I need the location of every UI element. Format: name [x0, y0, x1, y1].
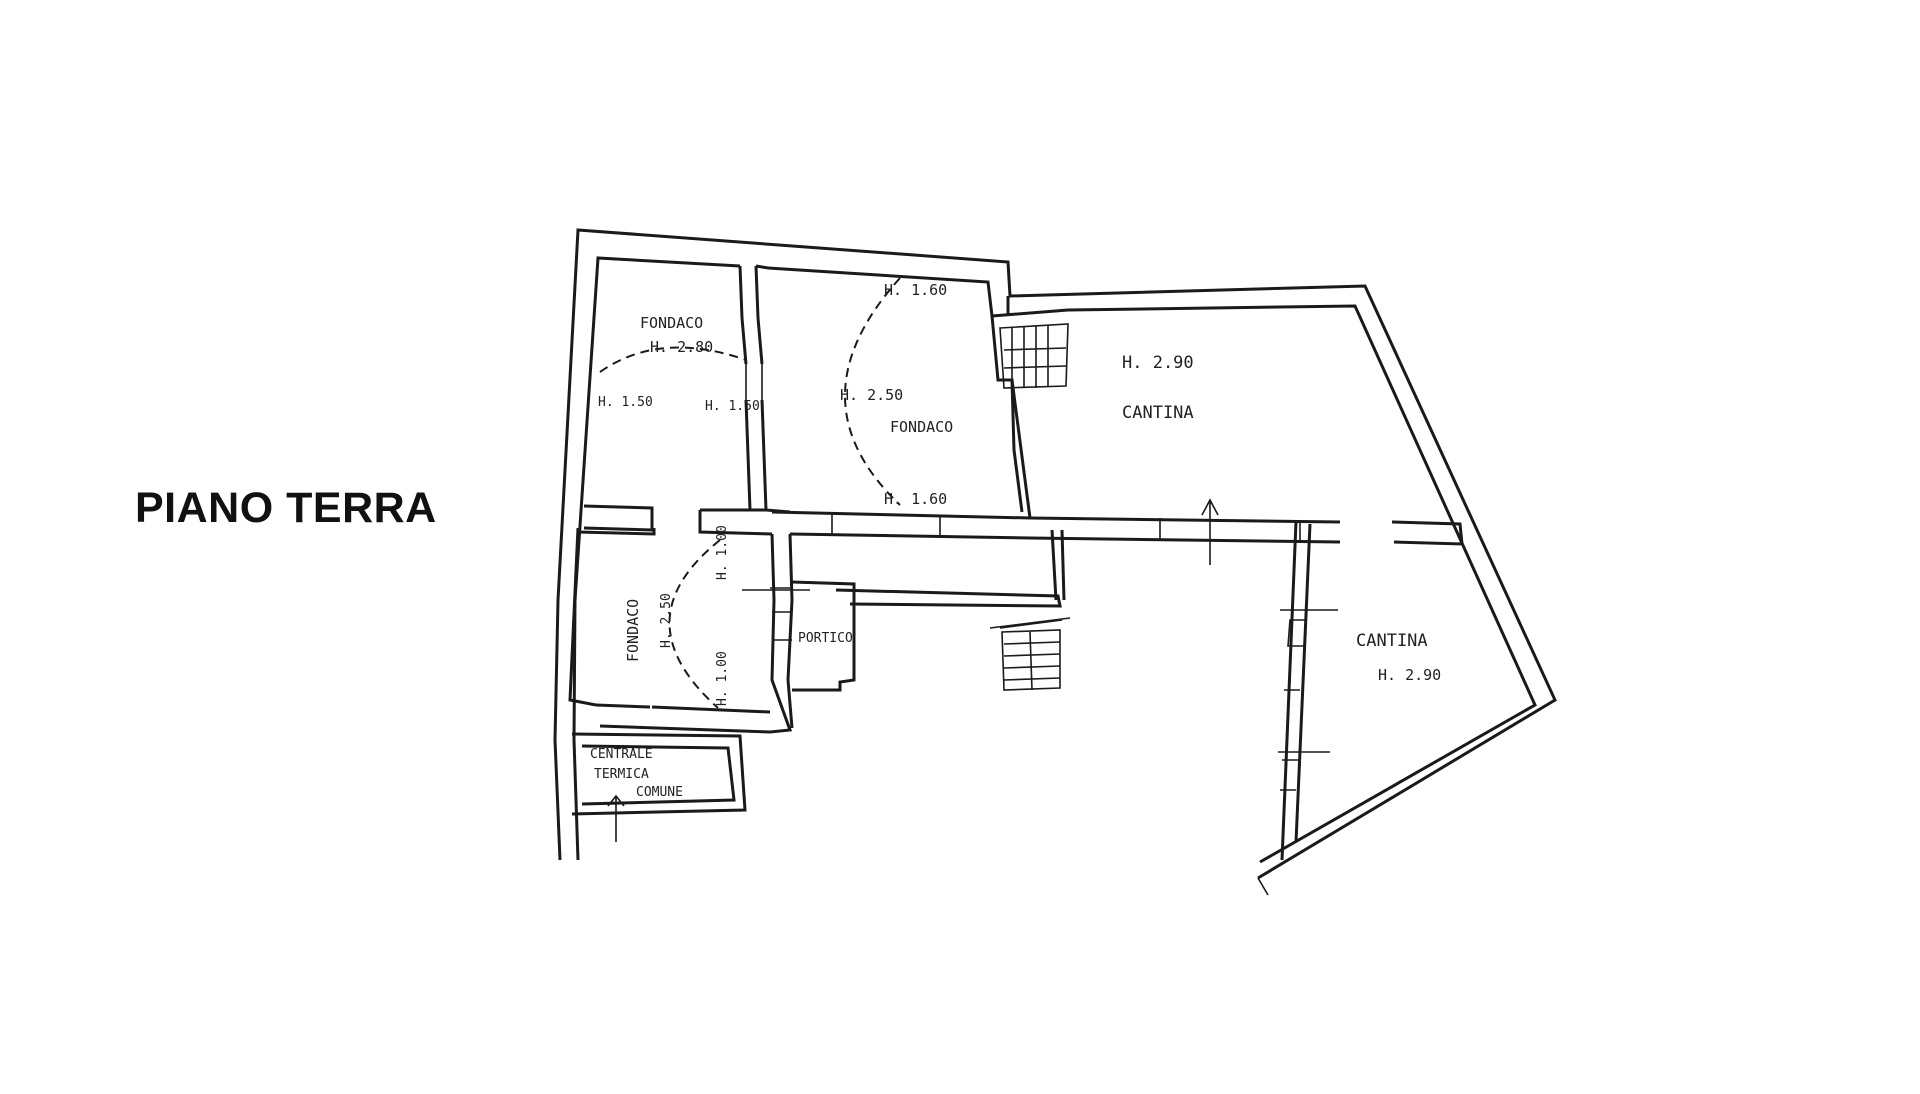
- room-top-height-fondaco-sw: H. 1.00: [715, 525, 730, 580]
- interior-walls: [568, 264, 1464, 861]
- centrale-line-3: COMUNE: [636, 785, 683, 800]
- room-height-fondaco-sw: H. 2.50: [659, 593, 674, 648]
- room-height-cantina-se: H. 2.90: [1378, 666, 1441, 684]
- arrow-up-icon: [1201, 498, 1219, 565]
- room-name-fondaco-sw: FONDACO: [624, 599, 642, 662]
- room-right-height-fondaco-nw: H. 1.50: [705, 399, 760, 414]
- room-name-portico: PORTICO: [798, 631, 853, 646]
- room-bottom-height-fondaco-sw: H. 1.00: [715, 651, 730, 706]
- room-name-fondaco-center: FONDACO: [890, 418, 953, 436]
- room-height-fondaco-nw: H. 2.80: [650, 338, 713, 356]
- centrale-line-1: CENTRALE: [590, 747, 653, 762]
- dimension-tick: [742, 589, 1338, 753]
- centrale-line-2: TERMICA: [594, 767, 649, 782]
- floor-plan-title: PIANO TERRA: [135, 484, 437, 532]
- room-name-fondaco-nw: FONDACO: [640, 314, 703, 332]
- staircase-north: [999, 323, 1069, 389]
- room-top-height-fondaco-center: H. 1.60: [884, 281, 947, 299]
- room-height-fondaco-center: H. 2.50: [840, 386, 903, 404]
- room-bottom-height-fondaco-center: H. 1.60: [884, 490, 947, 508]
- door-arc-fondaco-nw: [599, 346, 747, 373]
- room-name-cantina-ne: CANTINA: [1122, 403, 1194, 423]
- staircase-portico: [989, 617, 1071, 691]
- room-height-cantina-ne: H. 2.90: [1122, 353, 1194, 373]
- room-left-height-fondaco-nw: H. 1.50: [598, 395, 653, 410]
- arrow-up-centrale-icon: [607, 794, 625, 842]
- door-arc-fondaco-sw: [668, 539, 721, 709]
- room-name-cantina-se: CANTINA: [1356, 631, 1428, 651]
